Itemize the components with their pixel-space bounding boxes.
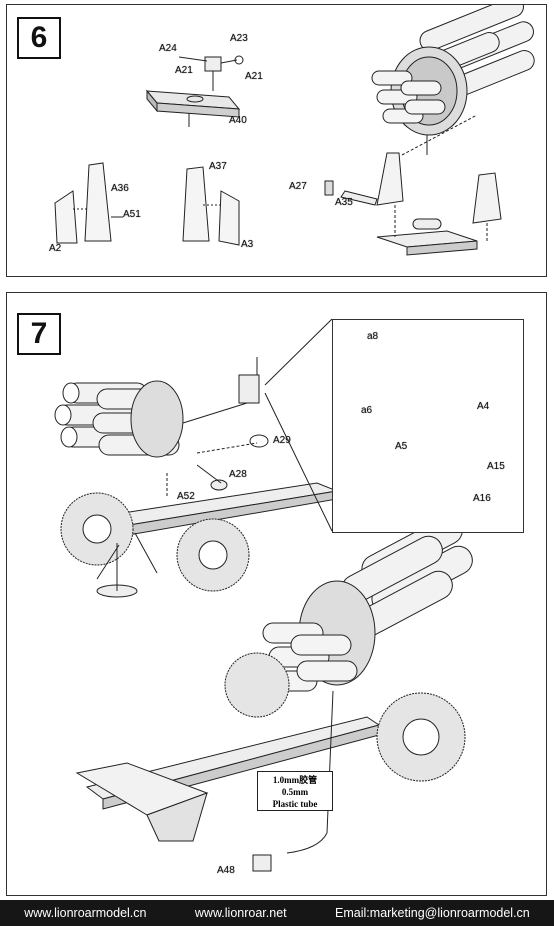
footer-bar: www.lionroarmodel.cn www.lionroar.net Em… [0, 900, 554, 926]
step-6-drawing [54, 5, 535, 256]
step-number: 6 [17, 17, 61, 59]
callout-line-2: 0.5mm [281, 787, 309, 797]
rocket-tube-cluster [371, 5, 535, 155]
side-plate-a36 [54, 162, 123, 244]
footer-site-1[interactable]: www.lionroarmodel.cn [24, 906, 147, 920]
part-label-A3: A3 [241, 239, 254, 250]
upper-carriage [60, 482, 339, 598]
upper-launcher-assembly [54, 357, 269, 498]
part-label-A16: A16 [473, 493, 491, 504]
part-label-A21: A21 [175, 65, 193, 76]
callout-line-3: Plastic tube [272, 799, 318, 809]
part-label-A37: A37 [209, 161, 227, 172]
detail-inset [332, 319, 524, 533]
step-6-panel: 6 [6, 4, 547, 277]
part-label-a8: a8 [367, 331, 379, 342]
step-number: 7 [17, 313, 61, 355]
step-7-panel: 7 [6, 292, 547, 896]
part-label-A15: A15 [487, 461, 505, 472]
mount-plate-assembly [145, 55, 244, 127]
part-label-A4: A4 [477, 401, 490, 412]
part-label-A29: A29 [273, 435, 291, 446]
part-label-A2: A2 [49, 243, 62, 254]
footer-site-2[interactable]: www.lionroar.net [194, 906, 287, 920]
part-label-A27: A27 [289, 181, 307, 192]
part-label-A28: A28 [229, 469, 247, 480]
lower-launcher-assembly [75, 515, 473, 872]
part-label-A52: A52 [177, 491, 195, 502]
plastic-tube-callout: 1.0mm胶管 0.5mm Plastic tube [257, 771, 333, 811]
part-label-A24: A24 [159, 43, 177, 54]
part-label-A23: A23 [230, 33, 248, 44]
part-label-A36: A36 [111, 183, 129, 194]
callout-line-1: 1.0mm胶管 [272, 775, 318, 785]
part-label-A48: A48 [217, 865, 235, 876]
side-plate-a37 [182, 166, 240, 246]
part-label-A51: A51 [123, 209, 141, 220]
part-label-A21-b: A21 [245, 71, 263, 82]
lower-mount [324, 114, 502, 256]
inset-connector-lines [264, 318, 333, 532]
footer-email[interactable]: Email:marketing@lionroarmodel.cn [335, 906, 530, 920]
part-label-A35: A35 [335, 197, 353, 208]
part-label-a6: a6 [361, 405, 373, 416]
part-label-A40: A40 [229, 115, 247, 126]
part-label-A5: A5 [395, 441, 408, 452]
